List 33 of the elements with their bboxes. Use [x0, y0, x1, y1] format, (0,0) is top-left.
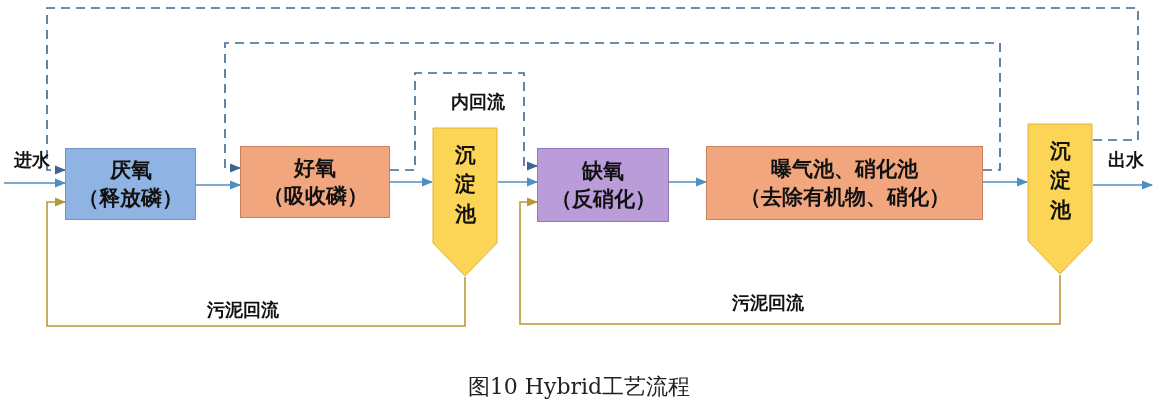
dashed-arrow — [224, 42, 1001, 173]
arrow — [389, 177, 434, 187]
node-text: 进水 — [14, 148, 50, 172]
arrow — [497, 177, 539, 187]
node-text: 厌氧 — [109, 156, 152, 184]
node-text: 缺氧 — [582, 157, 624, 185]
node-text: （去除有机物、硝化） — [739, 184, 950, 211]
arrow — [982, 177, 1029, 187]
node-text: 沉淀池 — [1049, 138, 1071, 224]
node-text: 沉淀池 — [454, 142, 476, 228]
node-text: 出水 — [1108, 148, 1144, 172]
arrow — [668, 177, 708, 187]
arrow — [46, 197, 466, 327]
caption: 图10 Hybrid工艺流程 — [466, 373, 692, 401]
node-text: （吸收磷） — [262, 183, 368, 210]
dashed-arrow — [46, 7, 1139, 175]
settling-tank — [432, 127, 498, 277]
process-box — [65, 148, 196, 220]
settling-tank — [1027, 123, 1093, 275]
edge-label: 污泥回流 — [204, 298, 282, 322]
arrow — [195, 180, 242, 190]
node-text: 好氧 — [294, 154, 336, 182]
arrow — [3, 178, 67, 188]
arrow — [519, 197, 1061, 325]
arrow — [1092, 180, 1154, 190]
process-box — [706, 146, 983, 220]
node-text: （反硝化） — [550, 186, 656, 213]
edge-label: 污泥回流 — [729, 291, 807, 315]
node-text: （释放磷） — [78, 185, 183, 212]
process-box — [537, 148, 669, 222]
process-box — [240, 146, 390, 218]
dashed-arrow — [389, 72, 539, 171]
node-text: 曝气池、硝化池 — [771, 155, 918, 183]
